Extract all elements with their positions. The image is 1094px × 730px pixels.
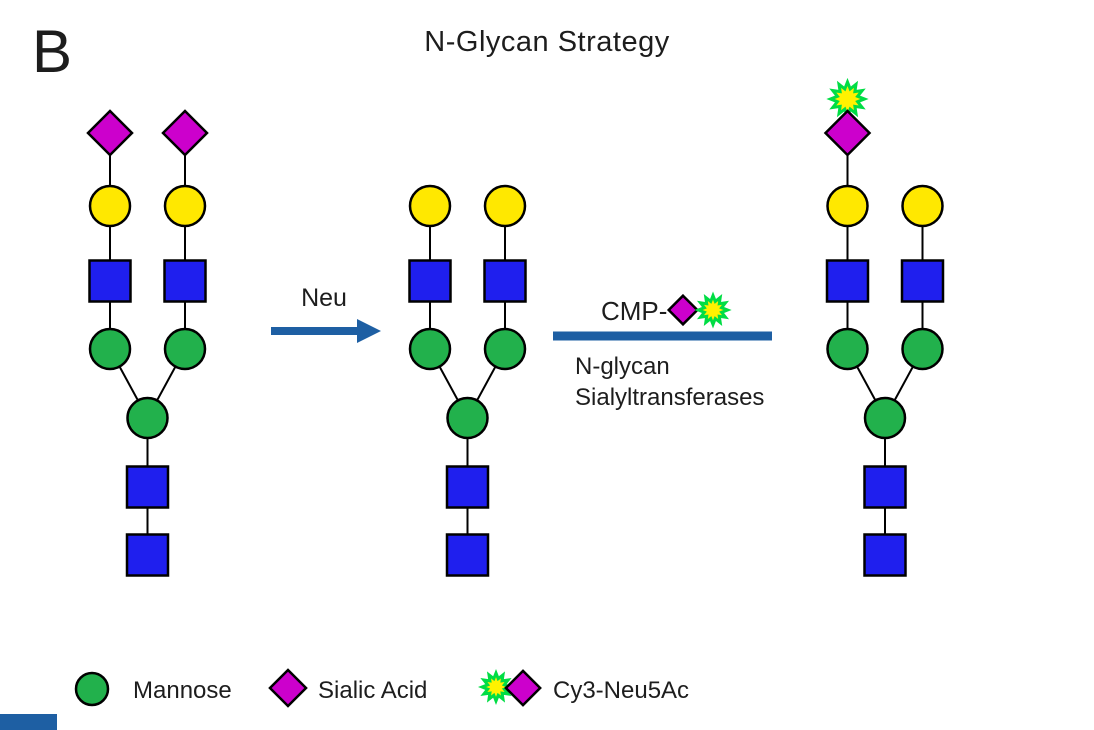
bottom-accent-bar [0,714,57,730]
glcnac-node [125,465,170,509]
galactose-node [826,184,869,228]
sialic-acid-node [823,109,872,157]
glcnac-node [125,533,170,577]
sialic-acid-node [161,109,209,157]
cy3-star-node [694,291,732,329]
galactose-node [901,184,944,228]
cy3-star-node [477,668,515,706]
legend-label-sialic-acid: Sialic Acid [318,677,428,704]
glcnac-node [825,259,870,303]
glcnac-node [408,259,452,303]
sialic-acid-node [666,293,700,327]
mannose-node [74,671,110,707]
mannose-node [88,327,132,371]
glcnac-node [483,259,527,303]
reaction1-label: Neu [301,284,347,312]
sialic-acid-node [504,669,542,707]
glcnac-node [163,259,207,303]
galactose-node [483,184,527,228]
mannose-node [483,327,527,371]
enzyme-line1: N-glycan [575,353,670,380]
legend-label-cy3-neu5ac: Cy3-Neu5Ac [553,677,690,704]
galactose-node [88,184,132,228]
glcnac-node [445,533,490,577]
legend-label-mannose: Mannose [133,677,232,704]
glcnac-node [445,465,490,509]
galactose-node [163,184,207,228]
mannose-node [826,327,869,371]
figure-title: N-Glycan Strategy [424,26,670,58]
mannose-node [126,396,169,440]
mannose-node [446,396,489,440]
reaction2-enzyme-label: N-glycan Sialyltransferases [575,351,764,413]
enzyme-line2: Sialyltransferases [575,384,765,411]
glcnac-node [863,533,907,577]
glcnac-node [88,259,132,303]
panel-label: B [32,18,73,85]
reaction2-substrate-label: CMP- [601,296,668,326]
mannose-node [901,327,944,371]
glcnac-node [900,259,945,303]
mannose-node [863,396,907,440]
galactose-node [408,184,452,228]
sialic-acid-node [86,109,134,157]
glcnac-node [863,465,907,509]
mannose-node [163,327,207,371]
sialic-acid-node [268,668,308,708]
neu-arrow-head [357,319,381,343]
mannose-node [408,327,452,371]
